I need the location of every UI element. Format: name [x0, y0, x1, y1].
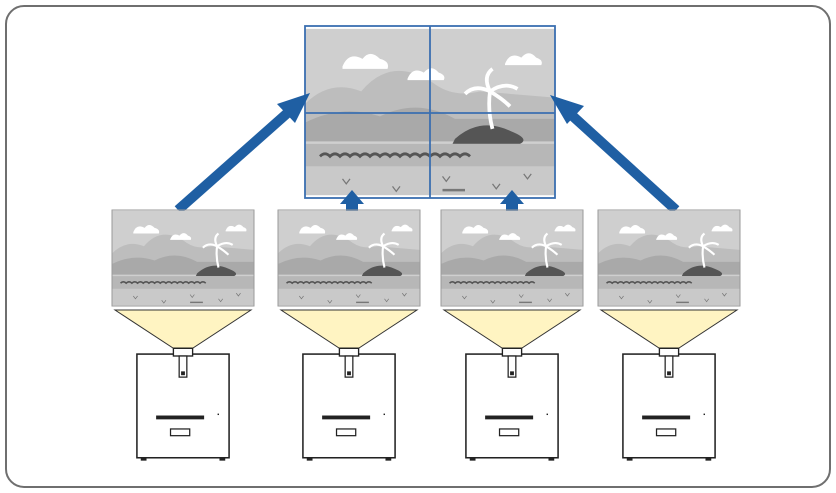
- beach-scene-icon: [112, 210, 254, 306]
- up-arrow-icon: [550, 95, 680, 214]
- source-image-border: [277, 209, 421, 307]
- projector-icon: [136, 347, 230, 462]
- up-arrow-icon: [174, 93, 310, 214]
- projector-icon: [622, 347, 716, 462]
- source-image-border: [597, 209, 741, 307]
- projector-3: [440, 209, 584, 462]
- projector-icon: [465, 347, 559, 462]
- projector-1: [111, 209, 255, 462]
- projector-units: [111, 209, 741, 462]
- beach-scene-icon: [598, 210, 740, 306]
- beach-scene-icon: [441, 210, 583, 306]
- combined-image: [304, 25, 556, 199]
- projector-icon: [302, 347, 396, 462]
- projector-2: [277, 209, 421, 462]
- source-image-border: [440, 209, 584, 307]
- projector-4: [597, 209, 741, 462]
- arrows: [174, 93, 680, 214]
- beach-scene-icon: [278, 210, 420, 306]
- source-image-border: [111, 209, 255, 307]
